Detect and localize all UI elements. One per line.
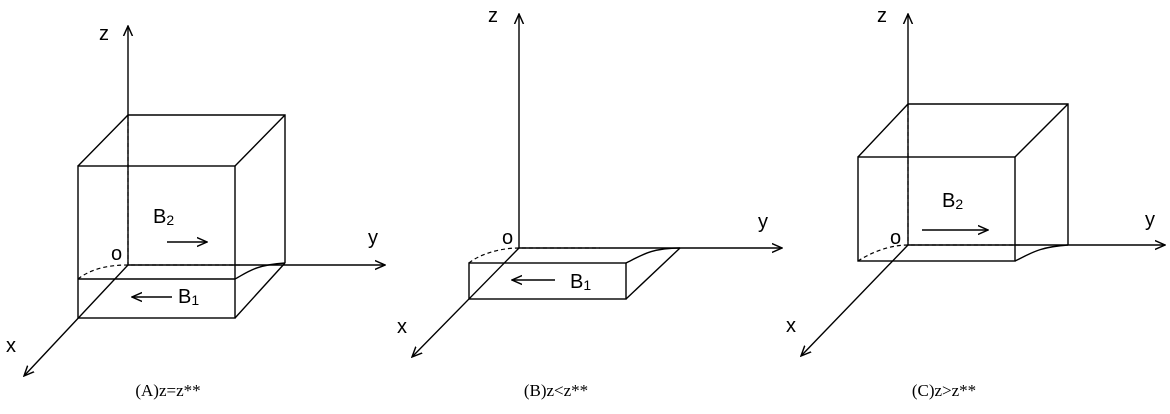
origin-label: o (502, 227, 513, 249)
z-axis-label: z (99, 23, 109, 45)
y-axis-label: y (758, 211, 768, 233)
panel-b: z y x o B1 (B)z<z** (397, 5, 782, 400)
z-axis-label: z (877, 5, 887, 27)
slab (468, 247, 681, 300)
x-axis-label: x (786, 315, 796, 337)
x-axis (801, 244, 909, 356)
block (857, 103, 1069, 262)
layer-b2-label: B2 (942, 190, 963, 212)
y-axis-label: y (368, 227, 378, 249)
y-axis-label: y (1145, 209, 1155, 231)
panel-c: z y x o B2 (C)z>z** (786, 5, 1165, 400)
panel-caption: (A)z=z** (135, 381, 200, 400)
layer-b2-label: B2 (153, 206, 174, 228)
panel-a: z y x o B2 B1 (A)z=z** (6, 23, 385, 400)
x-axis (24, 264, 129, 376)
origin-label: o (111, 243, 122, 265)
origin-label: o (890, 227, 901, 249)
panel-caption: (B)z<z** (524, 381, 588, 400)
panel-caption: (C)z>z** (912, 381, 976, 400)
z-axis-label: z (488, 5, 498, 27)
layer-b1-label: B1 (178, 286, 199, 308)
cube (77, 114, 286, 319)
x-axis-label: x (6, 335, 16, 357)
x-axis-label: x (397, 316, 407, 338)
layer-b1-label: B1 (570, 271, 591, 293)
x-axis (412, 247, 520, 357)
